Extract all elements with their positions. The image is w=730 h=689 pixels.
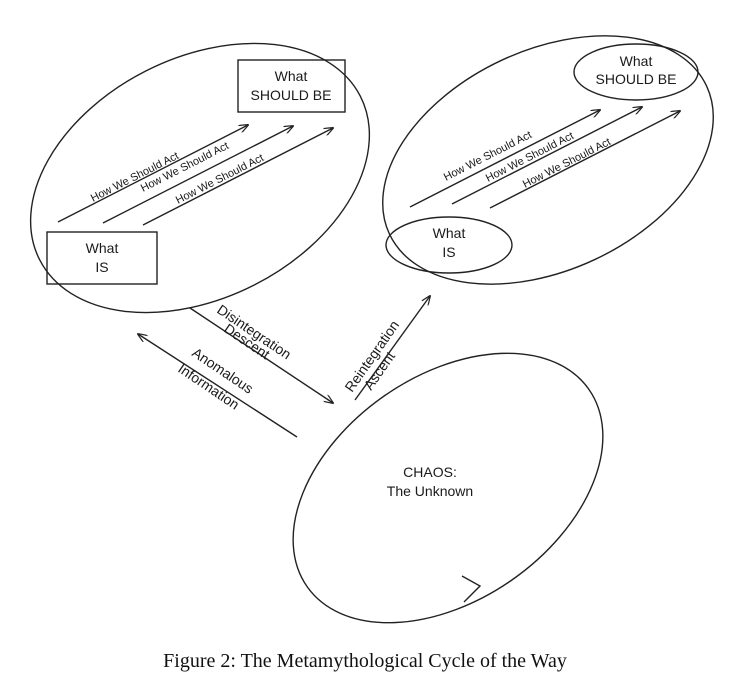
left-act-arrow-1 bbox=[57, 125, 248, 223]
figure-caption: Figure 2: The Metamythological Cycle of … bbox=[163, 650, 567, 672]
right-act-arrow-2 bbox=[451, 107, 642, 205]
right-what-should-be-line2: SHOULD BE bbox=[596, 71, 677, 87]
left-what-should-be-line1: What bbox=[275, 68, 308, 84]
left-what-is-box bbox=[46, 231, 158, 285]
right-cycle-ellipse bbox=[382, 35, 714, 285]
left-what-is-line2: IS bbox=[95, 259, 108, 275]
transitions: Disintegration Descent Anomalous Informa… bbox=[138, 296, 430, 438]
left-act-arrow-3 bbox=[142, 128, 333, 226]
right-what-is-oval bbox=[385, 216, 513, 274]
right-what-is-line1: What bbox=[433, 225, 466, 241]
left-what-should-be-line2: SHOULD BE bbox=[251, 87, 332, 103]
left-cycle-ellipse bbox=[29, 42, 371, 314]
ascent-arrow bbox=[354, 296, 430, 401]
left-cycle: What SHOULD BE What IS How We Should Act… bbox=[29, 42, 371, 314]
chaos: CHAOS: The Unknown bbox=[292, 352, 604, 624]
right-cycle: What SHOULD BE What IS How We Should Act… bbox=[382, 35, 714, 285]
left-what-should-be-box bbox=[237, 59, 346, 113]
right-act-arrow-1 bbox=[409, 110, 600, 208]
descent-arrow bbox=[189, 307, 333, 403]
left-act-arrow-2 bbox=[102, 126, 293, 224]
chaos-direction-arrowhead bbox=[461, 575, 482, 603]
chaos-label-line1: CHAOS: bbox=[403, 464, 457, 480]
chaos-label-line2: The Unknown bbox=[387, 483, 473, 499]
right-what-is-line2: IS bbox=[442, 244, 455, 260]
left-what-is-line1: What bbox=[86, 240, 119, 256]
right-what-should-be-oval bbox=[573, 43, 699, 101]
chaos-ellipse bbox=[292, 352, 604, 624]
right-what-should-be-line1: What bbox=[620, 53, 653, 69]
right-act-arrow-3 bbox=[489, 111, 680, 209]
anomaly-arrow bbox=[138, 334, 298, 438]
